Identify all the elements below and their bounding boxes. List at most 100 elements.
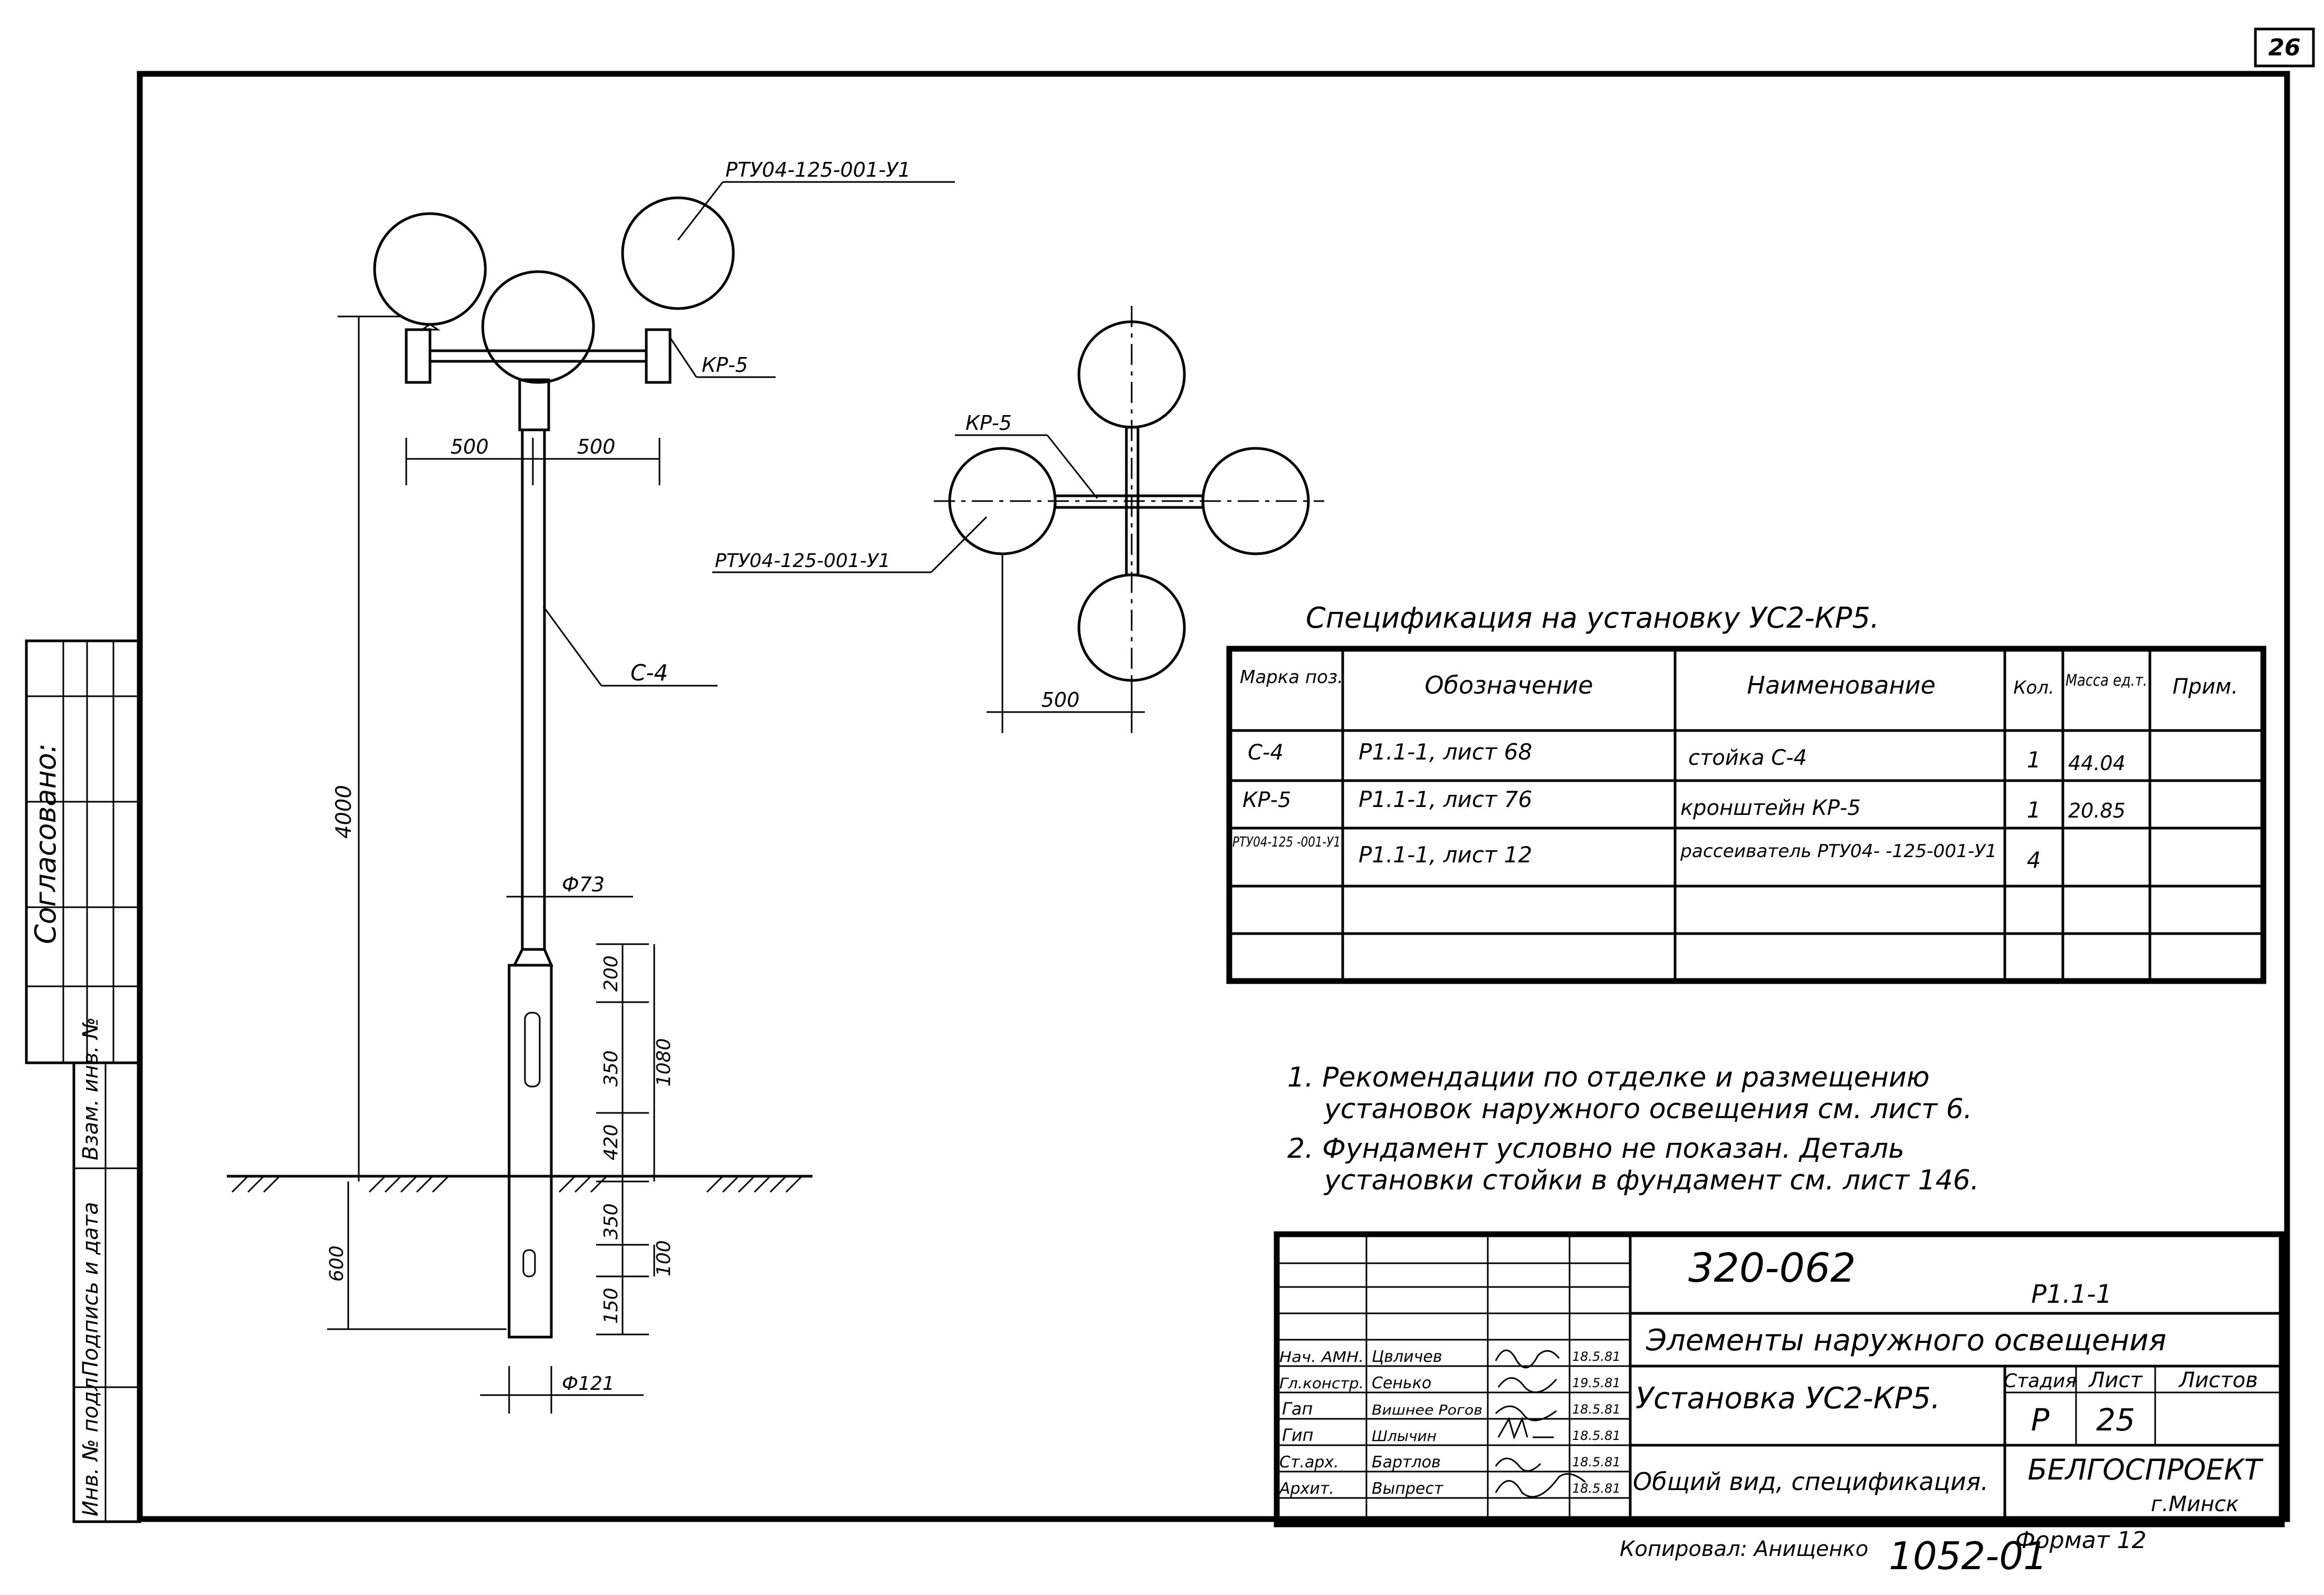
- spec-row-3-designation: Р1.1-1, лист 12: [1359, 842, 1532, 868]
- role-2: Гл.констр.: [1279, 1375, 1364, 1392]
- dim-150: 150: [600, 1287, 622, 1324]
- spec-header-note: Прим.: [2173, 675, 2238, 699]
- side-stamp-replace: Взам. инв. №: [79, 1017, 103, 1160]
- spec-row-1-mark: С-4: [1248, 741, 1284, 765]
- spec-row-3-qty: 4: [2027, 847, 2041, 873]
- stage-header: Стадия: [2004, 1370, 2077, 1392]
- role-1: Нач. АМН.: [1279, 1348, 1364, 1366]
- dim-600: 600: [326, 1245, 348, 1282]
- dim-phi121: Ф121: [562, 1373, 615, 1395]
- dim-1080: 1080: [653, 1038, 675, 1087]
- dim-500-right: 500: [577, 435, 616, 458]
- lamp-holder-center: [518, 378, 550, 431]
- side-stamp: Согласовано: Инв. № подл. Подпись и дата…: [25, 639, 141, 1523]
- plan-dim-500: 500: [1041, 688, 1080, 712]
- dim-100: 100: [653, 1240, 675, 1276]
- spec-row-2-name: кронштейн КР-5: [1680, 796, 1861, 820]
- sheet-subtitle: Общий вид, спецификация.: [1633, 1467, 1988, 1496]
- note-2-line-1: 2. Фундамент условно не показан. Деталь: [1287, 1133, 1905, 1165]
- pole-base: [508, 964, 553, 1339]
- spec-row-3-mark: РТУ04-125 -001-У1: [1232, 834, 1341, 850]
- plan-bracket-label: КР-5: [965, 411, 1012, 435]
- role-6: Архит.: [1278, 1479, 1334, 1498]
- lamp-globe-right: [621, 196, 735, 310]
- date-4: 18.5.81: [1572, 1428, 1621, 1443]
- spec-row-2-mass: 20.85: [2068, 799, 2126, 822]
- series: Р1.1-1: [2031, 1280, 2112, 1309]
- name-4: Шлычин: [1372, 1427, 1437, 1445]
- name-1: Цвличев: [1372, 1348, 1442, 1366]
- lamp-holder-left: [405, 328, 432, 384]
- date-3: 18.5.81: [1572, 1402, 1621, 1417]
- plan-view: КР-5 РТУ04-125-001-У1 500: [712, 306, 1324, 733]
- title-block: Нач. АМН. Гл.констр. Гап Гип Ст.арх. Арх…: [1274, 1231, 2285, 1527]
- archive-number: 1052-01: [1889, 1534, 2048, 1578]
- name-2: Сенько: [1372, 1374, 1431, 1392]
- note-2-line-2: установки стойки в фундамент см. лист 14…: [1323, 1165, 1979, 1196]
- agreed-label: Согласовано:: [29, 743, 62, 944]
- sheet-number: 25: [2096, 1402, 2135, 1438]
- spec-header-name: Наименование: [1747, 671, 1935, 699]
- dim-500-left: 500: [451, 435, 489, 458]
- sheet-title: Установка УС2-КР5.: [1636, 1381, 1940, 1416]
- project-title: Элементы наружного освещения: [1646, 1323, 2166, 1358]
- cable-inlet: [522, 1249, 536, 1277]
- bracket-arm: [428, 349, 648, 363]
- role-3: Гап: [1282, 1399, 1313, 1419]
- date-6: 18.5.81: [1572, 1481, 1621, 1496]
- date-2: 19.5.81: [1572, 1376, 1621, 1390]
- page-number: 26: [2268, 34, 2300, 61]
- notes: 1. Рекомендации по отделке и размещению …: [1287, 1062, 1979, 1196]
- copied-by: Копировал: Анищенко: [1620, 1537, 1868, 1561]
- sheet-header: Лист: [2088, 1368, 2143, 1392]
- spec-table: Спецификация на установку УС2-КР5. Марка…: [1226, 601, 2266, 984]
- name-5: Бартлов: [1372, 1453, 1441, 1472]
- spec-row-2-designation: Р1.1-1, лист 76: [1359, 786, 1532, 812]
- date-1: 18.5.81: [1572, 1349, 1621, 1364]
- spec-header-qty: Кол.: [2013, 677, 2054, 698]
- spec-row-2-mark: КР-5: [1242, 788, 1291, 812]
- spec-header-designation: Обозначение: [1424, 671, 1593, 699]
- date-5: 18.5.81: [1572, 1455, 1621, 1469]
- note-1-line-2: установок наружного освещения см. лист 6…: [1323, 1093, 1972, 1125]
- name-3: Вишнее Рогов: [1372, 1402, 1483, 1418]
- spec-header-mark: Марка поз.: [1240, 667, 1343, 688]
- lamp-holder-right: [645, 328, 672, 384]
- service-hatch: [524, 1012, 541, 1088]
- dim-height: 4000: [332, 785, 356, 839]
- sheet-format: Формат 12: [2015, 1527, 2147, 1554]
- spec-header-mass: Масса ед.т.: [2065, 671, 2147, 690]
- pole-shaft: [521, 428, 546, 951]
- role-4: Гип: [1282, 1425, 1314, 1445]
- spec-row-1-mass: 44.04: [2068, 752, 2126, 775]
- dim-420: 420: [600, 1124, 622, 1160]
- pole-label: С-4: [630, 660, 668, 686]
- organization: БЕЛГОСПРОЕКТ: [2027, 1453, 2263, 1486]
- spec-row-1-qty: 1: [2027, 747, 2041, 773]
- city: г.Минск: [2151, 1492, 2239, 1516]
- role-5: Ст.арх.: [1279, 1453, 1339, 1472]
- side-stamp-sign: Подпись и дата: [79, 1202, 103, 1377]
- project-number: 320-062: [1688, 1244, 1856, 1291]
- spec-row-1-designation: Р1.1-1, лист 68: [1359, 739, 1532, 765]
- spec-row-1-name: стойка С-4: [1688, 746, 1807, 770]
- plan-diffuser-label: РТУ04-125-001-У1: [715, 550, 891, 572]
- stage-value: Р: [2031, 1402, 2050, 1438]
- signatures: [1495, 1349, 1586, 1498]
- side-stamp-inv: Инв. № подл.: [79, 1371, 103, 1516]
- ground-line: [227, 1175, 812, 1193]
- footer: Копировал: Анищенко 1052-01 Формат 12: [1620, 1527, 2147, 1578]
- spec-title: Спецификация на установку УС2-КР5.: [1306, 601, 1879, 635]
- note-1-line-1: 1. Рекомендации по отделке и размещению: [1287, 1062, 1929, 1093]
- dim-phi73: Ф73: [562, 873, 605, 896]
- diffuser-label: РТУ04-125-001-У1: [725, 158, 911, 181]
- dim-350-lower: 350: [600, 1203, 622, 1240]
- lamp-globe-left: [373, 212, 487, 326]
- bracket-label: КР-5: [702, 353, 748, 377]
- front-view: РТУ04-125-001-У1 КР-5 С-4 500 500 4000 Ф…: [227, 158, 955, 1414]
- lamp-globe-center: [481, 270, 595, 384]
- spec-row-2-qty: 1: [2027, 797, 2041, 823]
- dim-350-upper: 350: [600, 1050, 622, 1087]
- name-6: Выпрест: [1372, 1479, 1444, 1498]
